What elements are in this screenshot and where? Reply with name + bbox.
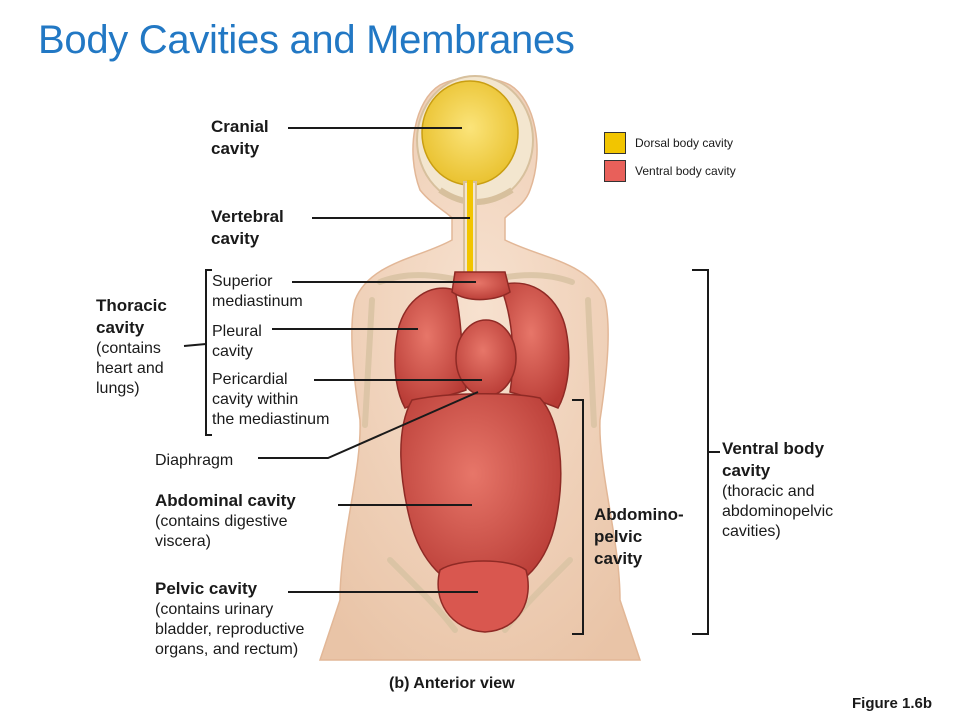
superior-mediastinum	[451, 271, 511, 301]
legend-swatch-ventral	[604, 160, 626, 182]
leader-lines	[183, 127, 720, 635]
legend-label-ventral: Ventral body cavity	[635, 164, 736, 178]
label-diaphragm: Diaphragm	[155, 452, 234, 469]
vertebral-cavity-fill	[467, 180, 473, 274]
cranial-cavity-fill	[421, 80, 519, 186]
legend-dorsal: Dorsal body cavity	[604, 132, 733, 154]
pelvic-cavity	[437, 560, 529, 633]
page-title: Body Cavities and Membranes	[38, 18, 575, 62]
legend-label-dorsal: Dorsal body cavity	[635, 136, 734, 150]
legend-swatch-dorsal	[604, 132, 626, 154]
heart-pericardium	[455, 319, 517, 397]
figure-number: Figure 1.6b	[852, 695, 933, 712]
ventral-organs	[394, 271, 570, 633]
abdominal-cavity	[400, 393, 562, 595]
vertebral-column	[463, 180, 477, 275]
legend-ventral: Ventral body cavity	[604, 160, 736, 182]
view-caption: (b) Anterior view	[389, 675, 515, 692]
